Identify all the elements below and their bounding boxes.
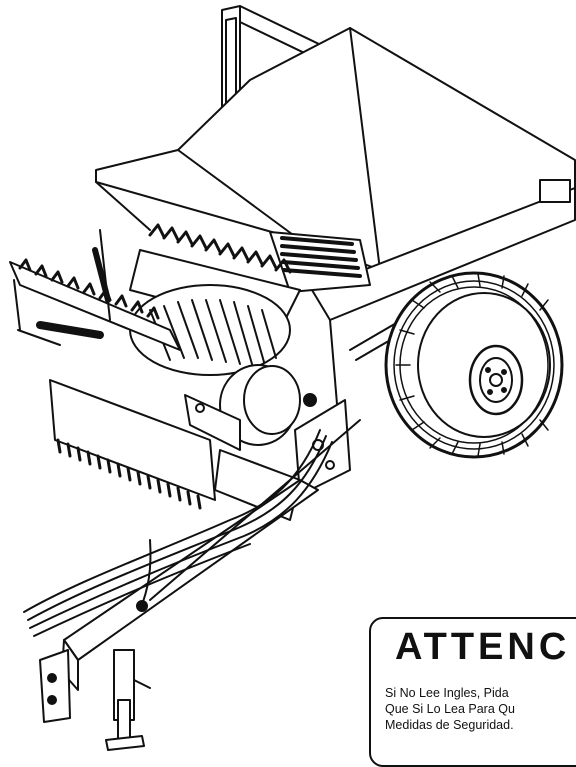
safety-notice: ATTENC Si No Lee Ingles, Pida Que Si Lo …	[369, 617, 576, 767]
notice-body: Si No Lee Ingles, Pida Que Si Lo Lea Par…	[385, 685, 576, 733]
front-pickup	[9, 229, 216, 510]
notice-line: Medidas de Seguridad.	[385, 718, 514, 732]
tire	[384, 271, 564, 459]
hydraulic-hoses	[23, 429, 333, 637]
notice-line: Si No Lee Ingles, Pida	[385, 686, 509, 700]
notice-line: Que Si Lo Lea Para Qu	[385, 702, 515, 716]
rake-reel	[129, 223, 301, 376]
notice-heading: ATTENC	[395, 626, 571, 668]
implement-drawing	[9, 5, 576, 751]
jack-stand	[105, 649, 151, 751]
hopper	[95, 27, 576, 441]
gearbox	[184, 364, 351, 521]
